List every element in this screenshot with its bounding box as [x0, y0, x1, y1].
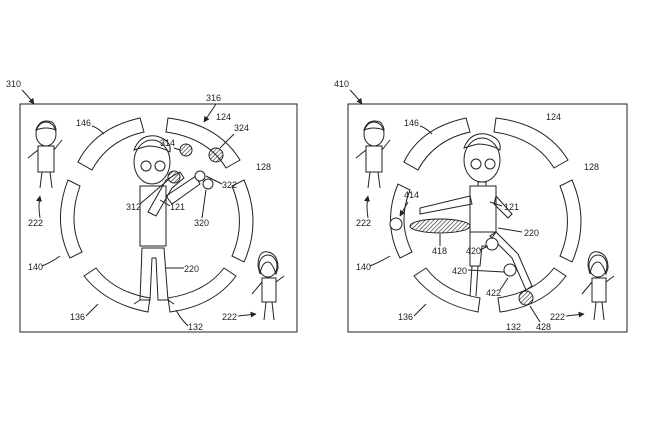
label-314: 314 [160, 138, 175, 148]
ring-segment-128 [231, 179, 254, 263]
panel-frame [19, 103, 298, 333]
joint-marker-420b [503, 263, 517, 277]
label-418: 418 [432, 246, 447, 256]
label-420a: 420 [466, 246, 481, 256]
label-121: 121 [504, 202, 519, 212]
ring-segment-140 [389, 183, 413, 259]
ring-segment-124 [493, 117, 569, 169]
ring-segment-128 [559, 179, 582, 263]
label-222-top: 222 [356, 218, 371, 228]
label-128: 128 [584, 162, 599, 172]
label-414: 414 [404, 190, 419, 200]
panel-ref-arrow [349, 89, 363, 105]
avatar-figure-222-bottom [251, 251, 285, 321]
label-140: 140 [356, 262, 371, 272]
label-422: 422 [486, 288, 501, 298]
label-132: 132 [506, 322, 521, 332]
joint-marker-414 [389, 217, 403, 231]
panel-frame [347, 103, 628, 333]
figure-panel-310: 310 [6, 79, 298, 333]
label-320: 320 [194, 218, 209, 228]
panel-ref-label: 410 [334, 79, 349, 89]
label-124: 124 [216, 112, 231, 122]
joint-marker-428 [518, 290, 534, 306]
label-324: 324 [234, 123, 249, 133]
ring-segment-146 [77, 117, 145, 171]
joint-marker-322 [194, 170, 206, 182]
joint-marker-314 [179, 143, 193, 157]
figure-panel-410: 410 [334, 79, 628, 333]
label-220: 220 [184, 264, 199, 274]
motion-region-418 [409, 218, 471, 234]
label-140: 140 [28, 262, 43, 272]
ring-segment-132 [167, 267, 237, 313]
avatar-figure-222-top [355, 120, 391, 189]
label-136: 136 [398, 312, 413, 322]
label-428: 428 [536, 322, 551, 332]
label-132: 132 [188, 322, 203, 332]
joint-marker-420a [485, 237, 499, 251]
label-128: 128 [256, 162, 271, 172]
avatar-figure-222-bottom [581, 251, 615, 321]
label-222-top: 222 [28, 218, 43, 228]
joint-marker-312 [167, 170, 181, 184]
label-222-bottom: 222 [222, 312, 237, 322]
label-146: 146 [404, 118, 419, 128]
label-322: 322 [222, 180, 237, 190]
label-222-bottom: 222 [550, 312, 565, 322]
ring-segment-136 [413, 267, 481, 313]
ring-segment-124 [165, 117, 241, 169]
joint-marker-320 [202, 178, 214, 190]
ring-segment-140 [60, 179, 83, 259]
ring-segment-146 [403, 117, 471, 171]
label-312: 312 [126, 202, 141, 212]
label-124: 124 [546, 112, 561, 122]
label-316: 316 [206, 93, 221, 103]
skeletal-figure-220 [419, 133, 533, 297]
avatar-figure-222-top [27, 120, 63, 189]
skeletal-figure-220 [133, 135, 201, 305]
label-121: 121 [170, 202, 185, 212]
label-136: 136 [70, 312, 85, 322]
joint-marker-316 [208, 147, 224, 163]
panel-ref-arrow [21, 89, 35, 105]
label-146: 146 [76, 118, 91, 128]
label-220: 220 [524, 228, 539, 238]
panel-ref-label: 310 [6, 79, 21, 89]
label-420b: 420 [452, 266, 467, 276]
